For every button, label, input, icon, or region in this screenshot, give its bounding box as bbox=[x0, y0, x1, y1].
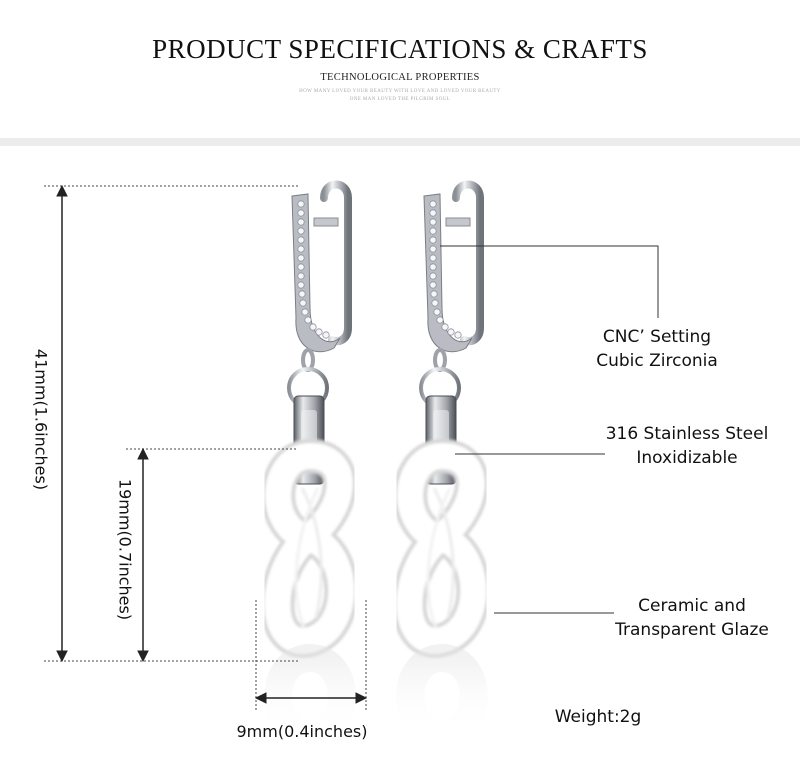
setting-callout-line-2: Cubic Zirconia bbox=[596, 351, 718, 371]
pendant-height-dimension bbox=[126, 447, 296, 663]
ceramic-callout-line-2: Transparent Glaze bbox=[615, 620, 769, 640]
total-height-label: 41mm(1.6inches) bbox=[31, 348, 51, 491]
setting-leader bbox=[440, 245, 659, 318]
callout-leaders bbox=[440, 245, 659, 614]
setting-callout: CNC’ Setting Cubic Zirconia bbox=[572, 325, 742, 373]
pendant-width-dimension bbox=[254, 600, 368, 710]
total-height-dimension bbox=[44, 184, 300, 663]
page-title: PRODUCT SPECIFICATIONS & CRAFTS bbox=[152, 34, 648, 64]
pendant-height-label: 19mm(0.7inches) bbox=[115, 478, 135, 621]
steel-callout-line-1: 316 Stainless Steel bbox=[605, 424, 769, 444]
tagline-line-2: ONE MAN LOVED THE PILGRIM SOUL bbox=[349, 97, 451, 102]
ceramic-callout: Ceramic and Transparent Glaze bbox=[602, 594, 782, 642]
left-earring bbox=[278, 185, 349, 737]
header-divider-band bbox=[0, 138, 800, 146]
ceramic-callout-line-1: Ceramic and bbox=[638, 596, 746, 616]
setting-callout-line-1: CNC’ Setting bbox=[602, 327, 712, 347]
steel-callout: 316 Stainless Steel Inoxidizable bbox=[592, 422, 782, 470]
tagline-line-1: HOW MANY LOVED YOUR BEAUTY WITH LOVE AND… bbox=[299, 89, 501, 94]
pendant-width-label: 9mm(0.4inches) bbox=[236, 722, 368, 741]
weight-label: Weight:2g bbox=[554, 707, 642, 727]
steel-callout-line-2: Inoxidizable bbox=[636, 448, 738, 468]
page-subtitle: TECHNOLOGICAL PROPERTIES bbox=[320, 72, 480, 83]
right-earring bbox=[410, 185, 481, 737]
